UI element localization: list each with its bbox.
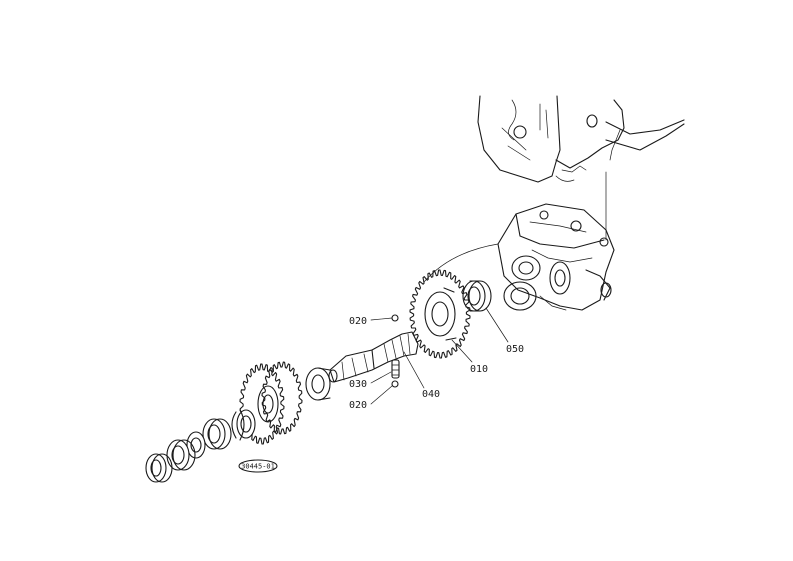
snap-ring [231,409,245,441]
svg-text:020: 020 [349,400,367,411]
callout-020-upper: 020 [349,316,393,327]
callout-010: 010 [451,339,488,375]
collar [305,367,331,401]
svg-text:010: 010 [470,364,488,375]
svg-text:30445-01: 30445-01 [241,463,275,471]
svg-text:040: 040 [422,389,440,400]
gear-010 [409,269,471,359]
bearing-left-1 [202,418,232,450]
svg-text:030: 030 [349,379,367,390]
leader-gear-to-case [423,243,499,283]
gear-case-housing [497,203,615,311]
washer-a [236,409,256,439]
ball-020-upper [391,314,399,322]
washer-b [186,431,206,459]
engine-block [477,95,685,183]
callout-020-lower: 020 [349,385,393,411]
callout-040: 040 [403,351,440,400]
svg-text:050: 050 [506,344,524,355]
washer-c [145,453,173,483]
callout-050: 050 [485,307,524,355]
drawing-reference-badge: 30445-01 [238,459,278,473]
double-gear [239,361,303,445]
pin-030 [391,359,400,379]
bearing-left-2 [166,439,196,471]
bearing-050 [462,280,492,312]
callout-030: 030 [349,371,392,390]
svg-text:020: 020 [349,316,367,327]
ball-020-lower [391,380,399,388]
shaft-040 [328,331,419,383]
